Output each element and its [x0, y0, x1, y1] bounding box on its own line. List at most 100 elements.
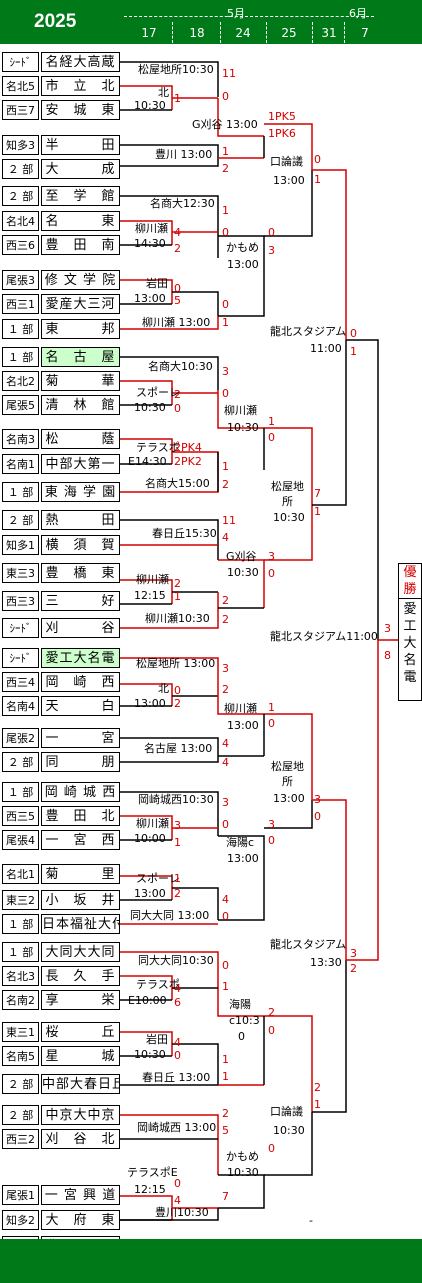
venue-label: テラスポE [127, 1166, 178, 1179]
venue-label: 10:30 [227, 421, 259, 434]
score: 1 [268, 701, 275, 714]
score: 2 [350, 962, 357, 975]
score: 3 [268, 818, 275, 831]
team-seed-label: 名南1 [2, 454, 39, 474]
score: 0 [174, 1177, 181, 1190]
score: 8 [384, 649, 391, 662]
score: 4 [222, 737, 229, 750]
venue-label: 10:30 [134, 1048, 166, 1061]
team-seed-label: 東三3 [2, 563, 39, 583]
score: 0 [268, 1024, 275, 1037]
team-name: 東 海 学 園 [41, 482, 120, 502]
team-name: 豊 田 南 [41, 235, 120, 255]
score: 6 [174, 996, 181, 1009]
venue-label: 11:00 [310, 342, 342, 355]
team-name: 中部大第一 [41, 454, 120, 474]
day-label: 24 [235, 26, 251, 40]
year-title: 2025 [34, 11, 77, 32]
score: 1 [174, 836, 181, 849]
venue-label: c10:3 [229, 1014, 260, 1027]
score: 0 [314, 153, 321, 166]
team-name: 菊 里 [41, 864, 120, 884]
score: 3 [384, 622, 391, 635]
team-name: 豊 田 北 [41, 806, 120, 826]
venue-label: 北 [158, 86, 169, 99]
venue-label: 12:15 [134, 1183, 166, 1196]
team-seed-label: １ 部 [2, 914, 39, 934]
score: 2 [174, 388, 181, 401]
venue-label: 13:00 [273, 174, 305, 187]
footer-bar [0, 1239, 422, 1283]
team-name: 三 好 [41, 591, 120, 611]
venue-label: 所 [282, 495, 293, 508]
venue-label: 北 [158, 682, 169, 695]
team-name: 一 宮 興 道 [41, 1185, 120, 1205]
day-separator [344, 22, 345, 43]
score: 1 [268, 415, 275, 428]
venue-label: 口論議 [270, 1104, 303, 1118]
team-name: 中京大中京 [41, 1105, 120, 1125]
score: 1 [222, 204, 229, 217]
venue-label: 岡崎城西10:30 [138, 792, 214, 806]
venue-label: 同大大同10:30 [138, 953, 214, 967]
team-name: 大 成 [41, 159, 120, 179]
venue-label: 0 [238, 1030, 245, 1043]
score: 4 [174, 1194, 181, 1207]
venue-label: 松屋地 [271, 479, 304, 493]
team-name: 刈 谷 [41, 618, 120, 638]
team-name: 松 蔭 [41, 429, 120, 449]
team-name: 菊 華 [41, 371, 120, 391]
score: 0 [268, 834, 275, 847]
venue-label: 龍北スタジアム [270, 937, 346, 951]
team-seed-label: 名北3 [2, 966, 39, 986]
team-seed-label: 西三7 [2, 100, 39, 120]
venue-label: 10:30 [134, 99, 166, 112]
team-name: 修 文 学 院 [41, 270, 120, 290]
venue-label: 豊川 13:00 [155, 148, 212, 161]
venue-label: 龍北スタジアム11:00 [270, 629, 378, 643]
team-seed-label: 東三1 [2, 1022, 39, 1042]
score: 0 [222, 387, 229, 400]
venue-label: 豊川10:30 [155, 1206, 209, 1219]
venue-labels: 松屋地所 10:30 北 10:30 G刈谷 13:00 豊川 13:00 口論議… [127, 62, 378, 1227]
venue-label: 所 [282, 775, 293, 788]
score: 3 [268, 244, 275, 257]
score: 1 [350, 345, 357, 358]
venue-label: テラスポ [136, 441, 180, 454]
venue-label: 名古屋 13:00 [144, 741, 212, 755]
score: 2 [174, 242, 181, 255]
venue-label: 柳川瀬 [136, 572, 169, 586]
team-name: 長 久 手 [41, 966, 120, 986]
day-label: 17 [141, 26, 157, 40]
score: 0 [174, 1049, 181, 1062]
venue-label: 柳川瀬 13:00 [142, 315, 210, 329]
venue-label: 柳川瀬 [224, 403, 257, 417]
team-seed-label: 尾張4 [2, 830, 39, 850]
score-labels: 11 1 0 1PK5 1PK6 1 2 0 1 1 4 0 2 0 3 0 5… [174, 67, 391, 1207]
team-name: 名 古 屋 [41, 347, 120, 367]
score: 7 [222, 1190, 229, 1203]
team-name: 名経大高蔵 [41, 52, 120, 72]
score: 2PK4 [174, 441, 202, 454]
team-seed-label: ２ 部 [2, 1105, 39, 1125]
team-name: 名 東 [41, 211, 120, 231]
team-seed-label: 西三4 [2, 672, 39, 692]
venue-label: スポーレ [136, 872, 180, 885]
venue-label: 13:30 [310, 956, 342, 969]
team-name: 愛工大名電 [41, 648, 120, 668]
score: 1 [222, 145, 229, 158]
score: 1 [222, 980, 229, 993]
venue-label: 名商大12:30 [150, 196, 215, 210]
venue-label: 龍北スタジアム [270, 324, 346, 338]
team-seed-label: 知多1 [2, 535, 39, 555]
venue-label: E10:00 [128, 994, 167, 1007]
team-seed-label: 尾張2 [2, 728, 39, 748]
team-seed-label: 東三2 [2, 890, 39, 910]
day-label: 25 [281, 26, 297, 40]
score: 11 [222, 67, 236, 80]
venue-label: 柳川瀬 [224, 701, 257, 715]
score: 1PK5 [268, 110, 296, 123]
venue-label: G刈谷 13:00 [192, 118, 258, 131]
score: 1 [314, 173, 321, 186]
score: 0 [174, 684, 181, 697]
